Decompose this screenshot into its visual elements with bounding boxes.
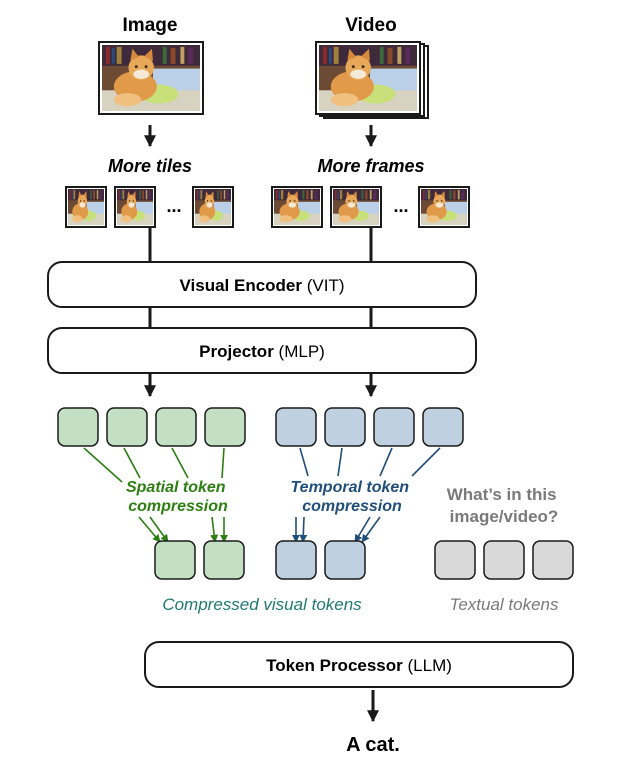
encoder-suffix: (VIT) — [307, 276, 345, 295]
visual-encoder-box: Visual Encoder (VIT) — [47, 261, 477, 308]
input-video-frames — [315, 41, 429, 119]
input-image-thumbnail — [98, 41, 204, 115]
output-text: A cat. — [346, 734, 400, 756]
llm-name: Token Processor — [266, 656, 403, 675]
temporal-token — [422, 407, 464, 447]
textual-token — [483, 540, 525, 580]
projector-name: Projector — [199, 342, 274, 361]
spatial-token — [57, 407, 99, 447]
textual-token — [532, 540, 574, 580]
llm-suffix: (LLM) — [408, 656, 452, 675]
temporal-token-group — [275, 407, 464, 447]
textual-tokens-label: Textual tokens — [450, 595, 559, 614]
spatial-token — [204, 407, 246, 447]
projector-suffix: (MLP) — [279, 342, 325, 361]
temporal-token — [324, 407, 366, 447]
projector-box: Projector (MLP) — [47, 327, 477, 374]
temporal-compression-label: Temporal token compression — [291, 479, 414, 515]
video-frame-tiles — [271, 186, 470, 228]
question-text: What’s in this image/video? — [447, 485, 562, 526]
more-frames-caption: More frames — [317, 156, 424, 176]
compressed-visual-tokens-label: Compressed visual tokens — [162, 595, 362, 614]
video-label: Video — [345, 15, 396, 36]
spatial-token — [155, 407, 197, 447]
image-label: Image — [123, 15, 178, 36]
temporal-token — [373, 407, 415, 447]
tiles-ellipsis: ... — [166, 196, 181, 216]
svg-text:Visual Encoder (VIT): Visual Encoder (VIT) — [179, 276, 344, 295]
compressed-spatial-token — [154, 540, 196, 580]
svg-text:Projector (MLP): Projector (MLP) — [199, 342, 325, 361]
compressed-temporal-token — [275, 540, 317, 580]
frames-ellipsis: ... — [393, 196, 408, 216]
spatial-compression-arrows — [83, 447, 228, 543]
spatial-token — [106, 407, 148, 447]
spatial-compression-label: Spatial token compression — [126, 479, 230, 515]
svg-text:Token Processor (LLM): Token Processor (LLM) — [266, 656, 452, 675]
compressed-temporal-token — [324, 540, 366, 580]
image-tiles — [65, 186, 234, 228]
compressed-token-group — [154, 540, 366, 580]
temporal-compression-arrows — [292, 447, 441, 543]
encoder-name: Visual Encoder — [179, 276, 302, 295]
compressed-spatial-token — [203, 540, 245, 580]
more-tiles-caption: More tiles — [108, 156, 192, 176]
textual-token-group — [434, 540, 574, 580]
token-processor-box: Token Processor (LLM) — [144, 641, 574, 688]
temporal-token — [275, 407, 317, 447]
spatial-token-group — [57, 407, 246, 447]
textual-token — [434, 540, 476, 580]
